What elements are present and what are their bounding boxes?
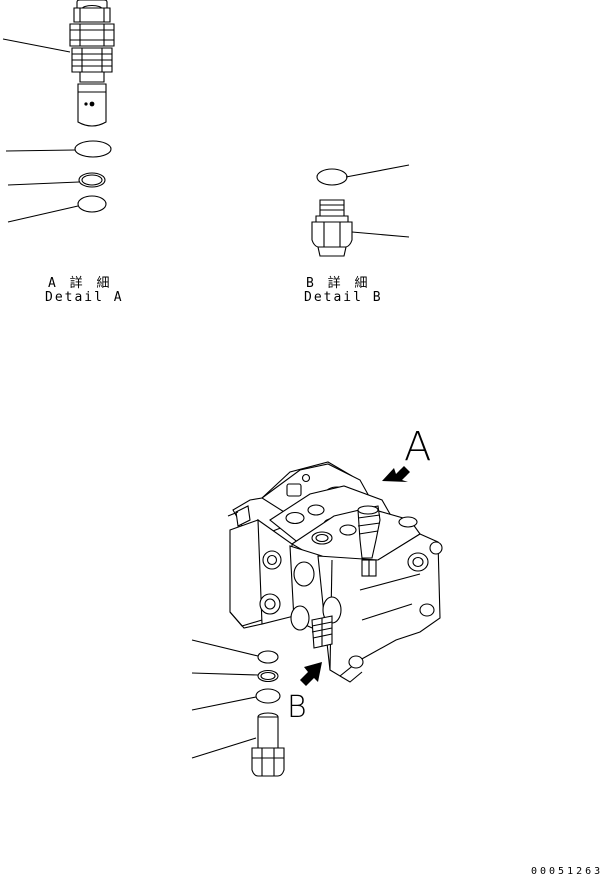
detail-b-leader-lines <box>345 164 410 238</box>
detail-a-backup-ring <box>77 195 107 213</box>
detail-a-title-jp: A 詳 細 <box>48 276 113 291</box>
detail-b-title-en: Detail B <box>304 290 383 305</box>
exploded-backup-ring <box>255 688 281 704</box>
detail-b-plug <box>311 199 353 257</box>
detail-a-leader-lines <box>2 38 80 223</box>
detail-b-o-ring <box>316 168 348 186</box>
control-valve-assembly <box>227 461 443 683</box>
figure-number: 00051263 <box>531 866 604 877</box>
detail-a-title-en: Detail A <box>45 290 124 305</box>
main-leader-lines <box>191 639 259 759</box>
exploded-o-ring-2 <box>257 669 279 683</box>
detail-b-title-jp: B 詳 細 <box>306 276 371 291</box>
detail-a-o-ring-large <box>74 140 112 158</box>
view-a-label: A <box>404 424 432 470</box>
exploded-plug <box>251 712 285 777</box>
detail-a-o-ring-small <box>78 172 106 188</box>
detail-a-valve-cartridge <box>69 0 115 127</box>
exploded-o-ring-1 <box>257 650 279 664</box>
view-b-label: B <box>287 690 307 725</box>
view-a-arrow <box>382 466 410 482</box>
view-b-arrow <box>300 662 322 686</box>
